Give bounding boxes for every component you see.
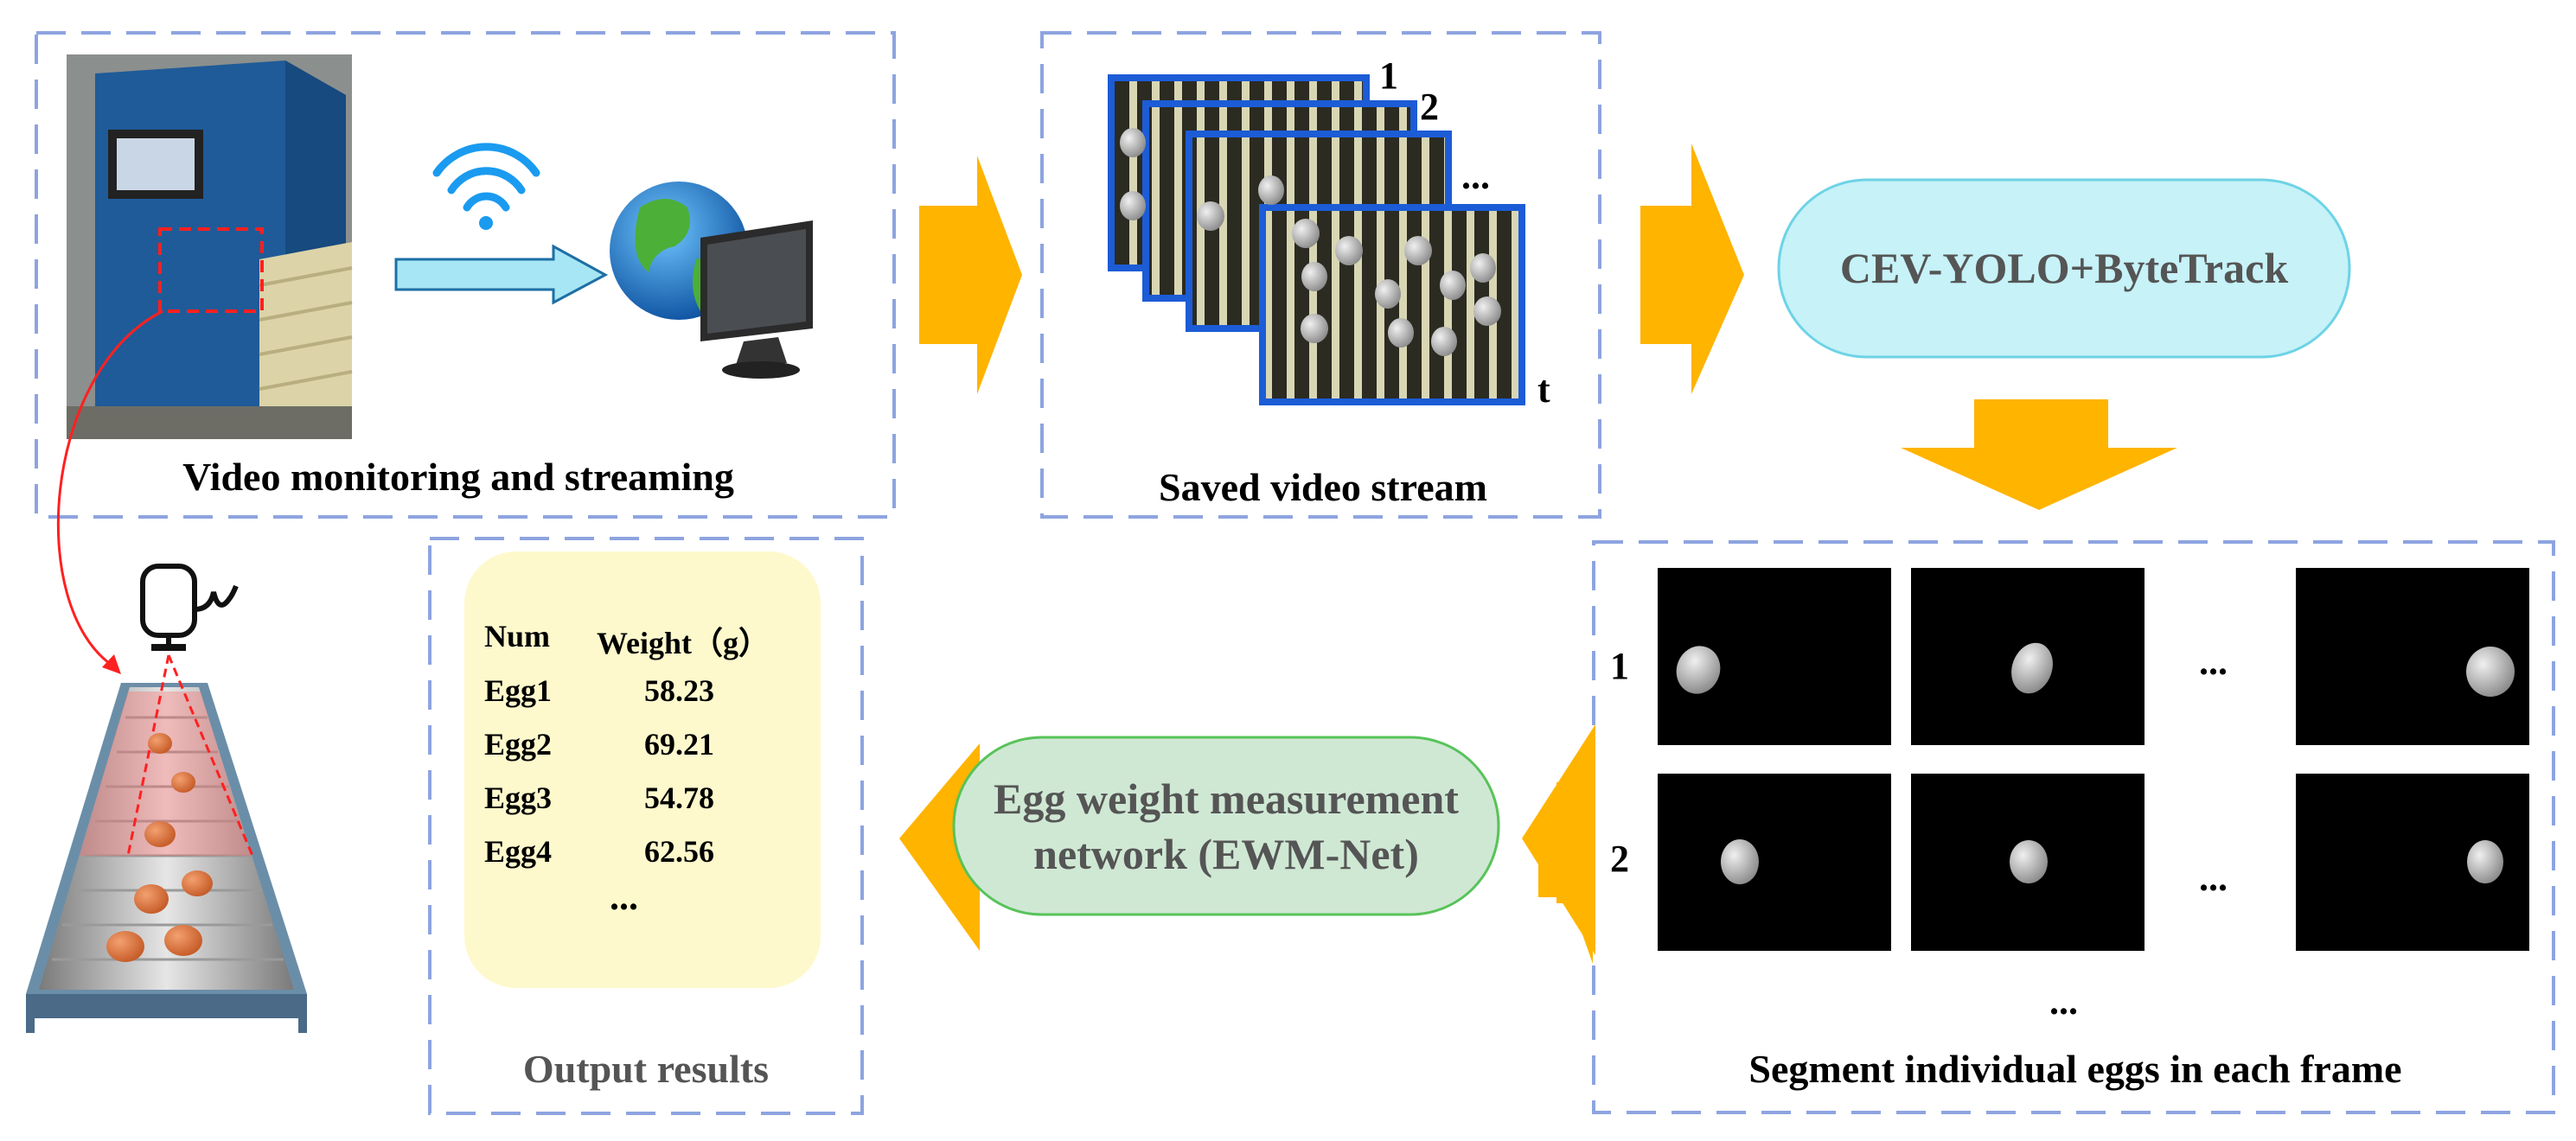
machine-photo bbox=[67, 54, 353, 439]
red-arrow bbox=[56, 309, 163, 667]
output-header-num: Num bbox=[484, 619, 551, 653]
output-caption: Output results bbox=[522, 1047, 770, 1091]
seg-row-label-1: 1 bbox=[1610, 645, 1629, 687]
seg-ellipsis-bottom: ... bbox=[2049, 980, 2078, 1023]
region-box bbox=[158, 227, 264, 313]
output-row-weight: 69.21 bbox=[644, 727, 714, 762]
frame-label-t: t bbox=[1537, 368, 1550, 411]
output-row-weight: 54.78 bbox=[644, 781, 714, 815]
ewm-pill-label-2: network (EWM-Net) bbox=[1033, 830, 1419, 878]
ewm-pill-shape bbox=[952, 736, 1500, 916]
video-frames bbox=[1108, 74, 1525, 405]
output-row-num: Egg4 bbox=[484, 834, 553, 869]
segmentation-caption: Segment individual eggs in each frame bbox=[1748, 1047, 2402, 1091]
seg-row-label-2: 2 bbox=[1610, 838, 1629, 880]
video-monitoring-panel bbox=[35, 31, 896, 519]
model-pill-shape bbox=[1777, 178, 2351, 359]
seg-ellipsis-row2: ... bbox=[2199, 857, 2228, 899]
model-pill-label: CEV-YOLO+ByteTrack bbox=[1839, 244, 2289, 292]
frame-label-ellipsis: ... bbox=[1461, 155, 1490, 197]
segmentation-grid bbox=[1658, 568, 2529, 951]
stream-arrow bbox=[394, 244, 609, 305]
orange-arrows bbox=[899, 143, 2177, 964]
output-row-num: Egg1 bbox=[484, 673, 553, 708]
output-row-weight: 62.56 bbox=[644, 834, 714, 869]
output-row-num: Egg3 bbox=[484, 781, 553, 815]
video-monitoring-caption: Video monitoring and streaming bbox=[182, 455, 734, 499]
conveyor-icon bbox=[26, 654, 307, 1033]
output-box bbox=[464, 551, 821, 988]
frame-label-1: 1 bbox=[1379, 54, 1398, 97]
saved-stream-caption: Saved video stream bbox=[1159, 465, 1487, 509]
output-header-weight: Weight（g） bbox=[597, 626, 770, 660]
seg-ellipsis-row1: ... bbox=[2199, 641, 2228, 683]
output-ellipsis: ... bbox=[610, 876, 638, 918]
monitor-icon bbox=[700, 220, 813, 379]
output-panel bbox=[428, 537, 864, 1115]
frame-label-2: 2 bbox=[1420, 86, 1439, 128]
wifi-icon bbox=[432, 143, 540, 212]
saved-stream-panel bbox=[1040, 31, 1601, 519]
camera-icon bbox=[140, 564, 239, 647]
output-row-weight: 58.23 bbox=[644, 673, 714, 708]
output-row-num: Egg2 bbox=[484, 727, 553, 762]
panel-borders bbox=[35, 31, 2555, 1115]
ewm-pill-label-1: Egg weight measurement bbox=[994, 774, 1459, 823]
